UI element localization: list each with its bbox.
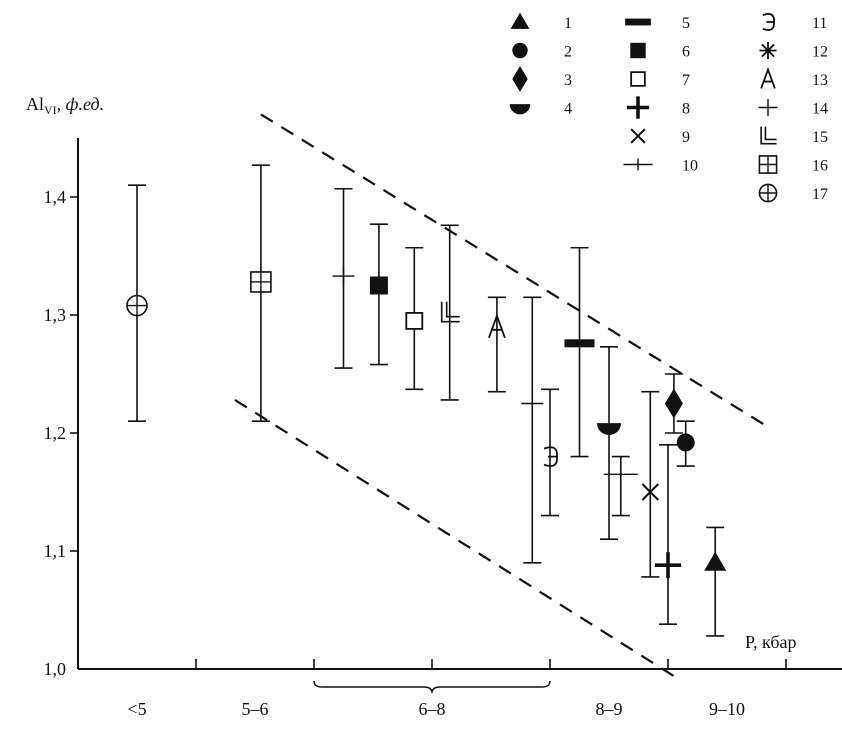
legend-item-10: 10 xyxy=(623,158,698,175)
asterisk-icon xyxy=(759,42,776,59)
plus-thin-icon xyxy=(521,394,543,414)
data-point-2 xyxy=(677,421,695,466)
x-category-label: 9–10 xyxy=(709,699,745,719)
half-circle-icon xyxy=(510,104,531,114)
legend-label: 3 xyxy=(564,72,572,89)
circle-plus-icon xyxy=(127,296,147,316)
legend-label: 13 xyxy=(812,72,828,89)
legend-label: 5 xyxy=(682,15,690,32)
legend-label: 16 xyxy=(812,158,828,175)
legend-item-12: 12 xyxy=(759,42,828,61)
square-grid-icon xyxy=(251,272,271,292)
square-open-icon xyxy=(406,313,422,329)
data-point-16 xyxy=(251,165,271,421)
data-point-17 xyxy=(127,185,147,421)
triangle-icon xyxy=(511,13,530,29)
data-point-3 xyxy=(665,374,683,433)
plus-bold-icon xyxy=(627,96,649,118)
y-tick-label: 1,3 xyxy=(44,305,67,325)
y-tick-label: 1,1 xyxy=(44,541,67,561)
data-point-1 xyxy=(704,527,726,636)
square-filled-icon xyxy=(370,277,388,295)
legend-item-11: 11 xyxy=(763,14,828,32)
data-point-8 xyxy=(655,445,681,624)
diamond-icon xyxy=(665,389,683,419)
data-point-4 xyxy=(597,347,621,539)
data-point-14 xyxy=(333,189,355,368)
plus-line-icon xyxy=(623,159,652,171)
legend-label: 12 xyxy=(812,44,828,61)
square-open-icon xyxy=(631,72,645,86)
legend-label: 1 xyxy=(564,15,572,32)
y-axis-title: AlVI, ф.ед. xyxy=(26,94,104,117)
data-points xyxy=(127,165,726,636)
data-point-7 xyxy=(405,248,423,390)
legend-item-13: 13 xyxy=(761,70,828,89)
letter-a-icon xyxy=(761,70,775,89)
x-category-label: 5–6 xyxy=(242,699,269,719)
data-point-13 xyxy=(488,297,506,391)
legend-item-4: 4 xyxy=(510,101,572,118)
circle-icon xyxy=(512,43,527,58)
plus-thin-icon xyxy=(759,99,778,116)
double-l-icon xyxy=(761,127,776,144)
legend-label: 2 xyxy=(564,44,572,61)
legend-item-16: 16 xyxy=(759,156,828,175)
legend-item-17: 17 xyxy=(759,184,828,203)
legend-label: 7 xyxy=(682,72,690,89)
x-category-label: <5 xyxy=(127,699,146,719)
bar-icon xyxy=(565,339,595,347)
x-group-bracket xyxy=(314,681,550,693)
square-filled-icon xyxy=(630,43,645,58)
square-grid-icon xyxy=(759,156,776,173)
legend-label: 14 xyxy=(812,101,828,118)
legend-item-2: 2 xyxy=(512,43,572,61)
legend-item-3: 3 xyxy=(512,66,572,92)
bar-icon xyxy=(625,19,651,26)
half-circle-icon xyxy=(597,423,621,435)
y-tick-label: 1,4 xyxy=(44,187,67,207)
data-point-15 xyxy=(441,225,460,400)
data-point-14 xyxy=(521,297,543,563)
y-tick-label: 1,0 xyxy=(44,659,67,679)
legend-item-8: 8 xyxy=(627,96,690,118)
legend-item-15: 15 xyxy=(761,127,828,146)
data-point-5 xyxy=(565,248,595,457)
legend-item-1: 1 xyxy=(511,13,572,32)
legend-item-5: 5 xyxy=(625,15,690,32)
triangle-icon xyxy=(704,552,726,571)
letter-e-icon xyxy=(763,14,774,30)
legend-label: 10 xyxy=(682,158,698,175)
circle-icon xyxy=(677,433,695,451)
legend-label: 6 xyxy=(682,44,690,61)
data-point-11 xyxy=(541,389,559,515)
legend-item-9: 9 xyxy=(631,129,690,146)
plus-bold-icon xyxy=(655,552,681,578)
legend-label: 9 xyxy=(682,129,690,146)
data-point-9 xyxy=(641,392,659,577)
legend-label: 15 xyxy=(812,129,828,146)
legend-item-14: 14 xyxy=(759,99,828,118)
data-point-6 xyxy=(370,224,388,364)
legend-label: 4 xyxy=(564,101,572,118)
circle-plus-icon xyxy=(759,184,776,201)
x-category-label: 6–8 xyxy=(419,699,446,719)
legend-label: 17 xyxy=(812,186,828,203)
boundary-line-2 xyxy=(235,400,674,676)
diamond-icon xyxy=(512,66,527,92)
legend-label: 8 xyxy=(682,101,690,118)
legend-item-6: 6 xyxy=(630,43,690,61)
legend-label: 11 xyxy=(812,15,827,32)
plus-thin-icon xyxy=(333,266,355,286)
axes: 1,0 1,1 1,2 1,3 1,4 <5 5–6 6–8 8–9 9–10 AlVI, ф.ед… xyxy=(26,94,842,719)
double-l-icon xyxy=(442,302,460,322)
boundary-lines xyxy=(235,114,768,676)
legend-item-7: 7 xyxy=(631,72,690,89)
x-axis-title: P, кбар xyxy=(745,632,796,652)
x-category-label: 8–9 xyxy=(596,699,623,719)
y-tick-label: 1,2 xyxy=(44,423,67,443)
cross-x-icon xyxy=(631,129,645,143)
